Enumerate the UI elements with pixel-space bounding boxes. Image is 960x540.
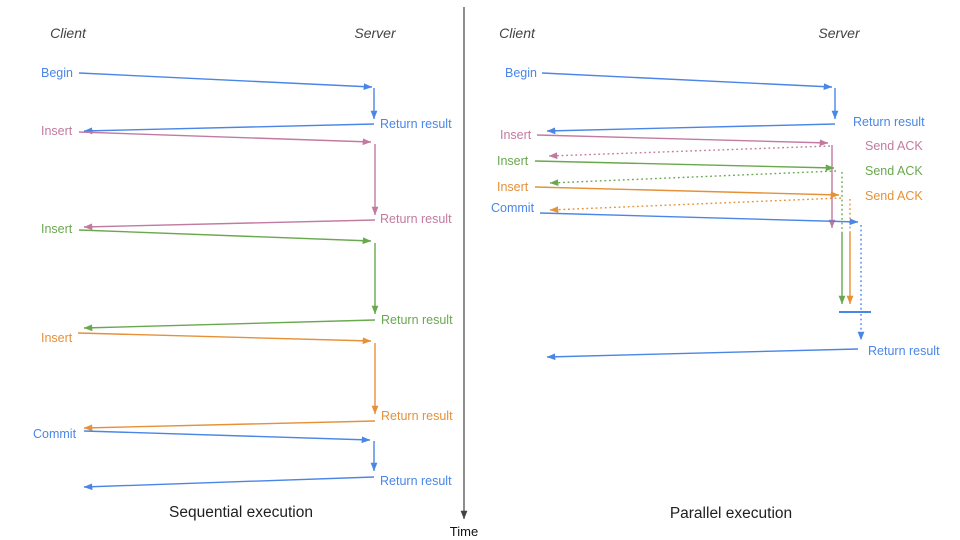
sequential-label-return-result-7: Return result [381,313,453,327]
parallel-insert1-ack-arrow [548,145,831,160]
parallel-label-insert-3: Insert [497,180,529,194]
parallel-insert2-ack-arrow [549,170,837,187]
parallel-label-commit-4: Commit [491,201,535,215]
sequential-commit-request-arrow [83,430,371,444]
sequential-label-return-result-5: Return result [380,117,452,131]
sequential-begin-request-arrow [78,72,373,90]
sequential-insert2-return-arrow [83,319,376,332]
sequential-label-return-result-6: Return result [380,212,452,226]
sequential-insert1-request-arrow [78,131,372,146]
parallel-label-begin-0: Begin [505,66,537,80]
parallel-label-send-ack-8: Send ACK [865,189,923,203]
parallel-begin-request-arrow [541,72,833,90]
sequential-insert2-request-arrow [78,229,372,245]
parallel-commit-return-arrow [546,348,859,361]
sequential-label-return-result-9: Return result [380,474,452,488]
sequential-insert1-return-arrow [83,219,376,231]
parallel-label-insert-2: Insert [497,154,529,168]
time-axis: Time [450,7,478,539]
sequential-header-client: Client [50,25,87,41]
sequential-label-insert-3: Insert [41,331,73,345]
parallel-begin-return-arrow [546,123,836,135]
parallel-label-send-ack-6: Send ACK [865,139,923,153]
parallel-label-send-ack-7: Send ACK [865,164,923,178]
sequential-label-insert-1: Insert [41,124,73,138]
parallel-label-return-result-5: Return result [853,115,925,129]
parallel-header-client: Client [499,25,536,41]
parallel-insert1-request-arrow [536,134,829,147]
sequential-insert3-request-arrow [77,332,372,345]
sequential-commit-return-arrow [83,476,375,491]
parallel-label-insert-1: Insert [500,128,532,142]
sequential-insert3-return-arrow [83,420,376,432]
panel-title-sequential: Sequential execution [169,504,313,521]
parallel-insert3-ack-arrow [549,197,842,214]
sequential-begin-return-arrow [83,123,375,135]
parallel-header-server: Server [818,25,861,41]
parallel-insert2-request-arrow [534,160,835,172]
sequential-label-begin-0: Begin [41,66,73,80]
sequential-header-server: Server [354,25,397,41]
sequential-label-return-result-8: Return result [381,409,453,423]
sequential-label-insert-2: Insert [41,222,73,236]
parallel-commit-request-arrow [539,212,859,226]
time-axis-label: Time [450,524,478,539]
sequential-label-commit-4: Commit [33,427,77,441]
parallel-insert3-request-arrow [534,186,840,199]
panel-title-parallel: Parallel execution [670,505,792,522]
parallel-label-return-result-9: Return result [868,344,940,358]
